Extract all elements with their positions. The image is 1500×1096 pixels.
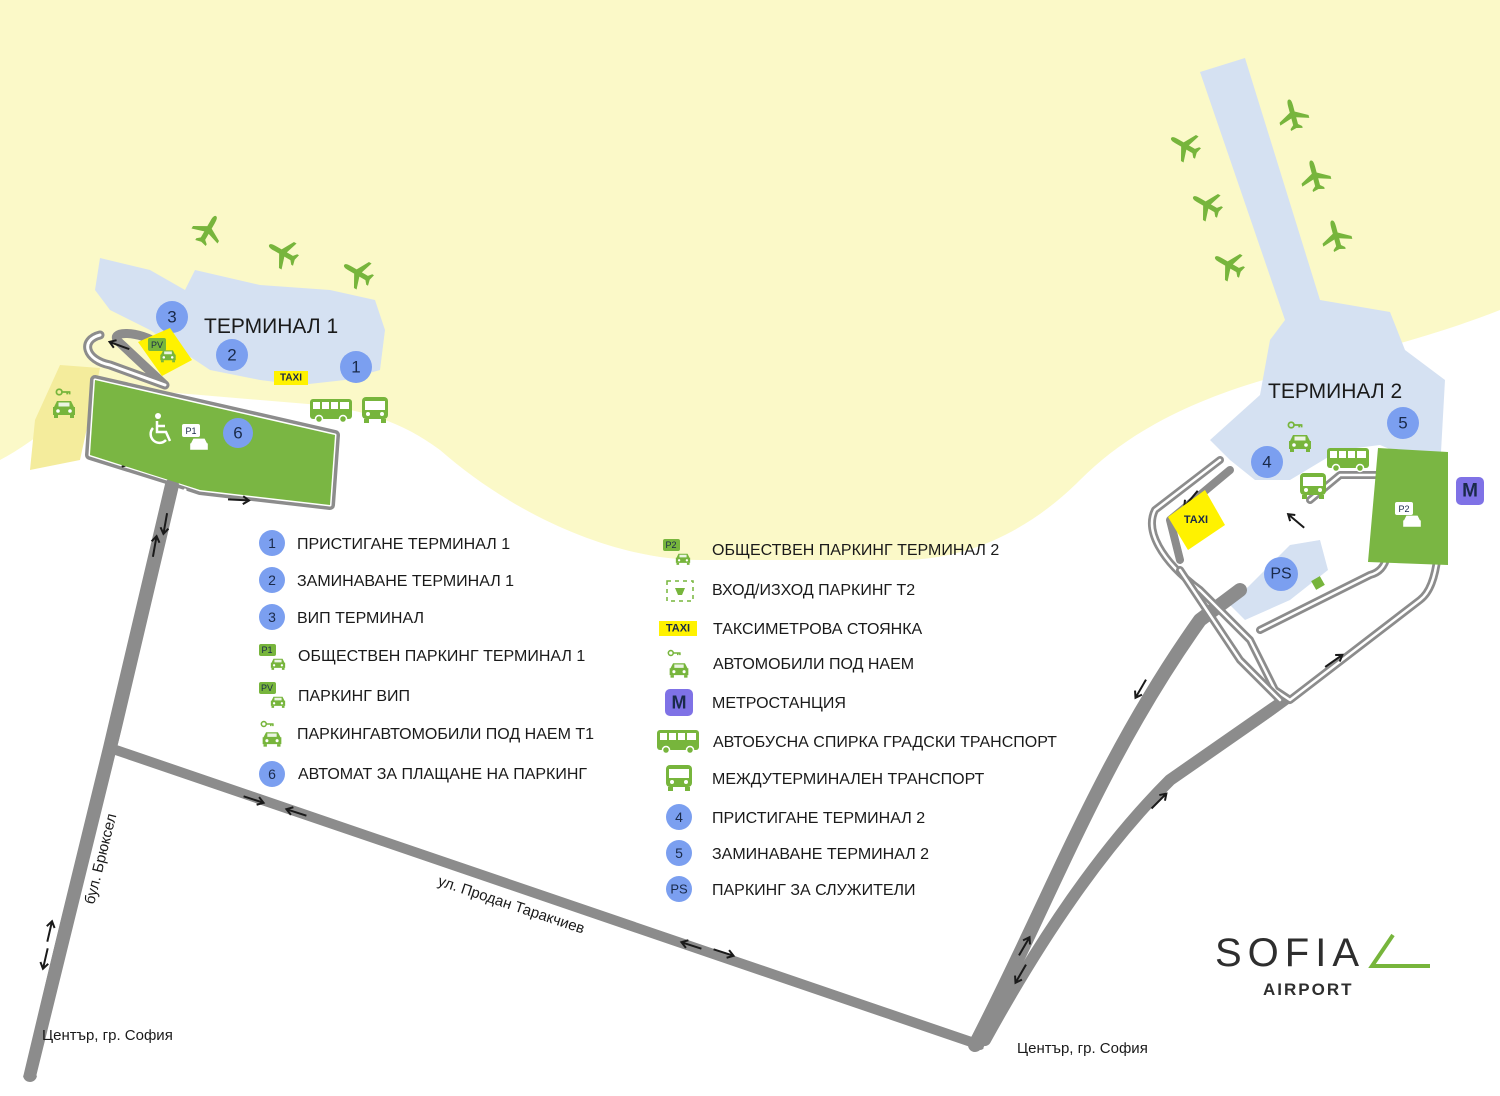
legend-item-payment-machine: 6 АВТОМАТ ЗА ПЛАЩАНЕ НА ПАРКИНГ (259, 761, 587, 787)
terminal-1-building (95, 258, 385, 385)
svg-text:3: 3 (167, 308, 176, 327)
center-label-right: Център, гр. София (1017, 1040, 1148, 1057)
legend-right: P2 ОБЩЕСТВЕН ПАРКИНГ ТЕРМИНАЛ 2 ВХОД/ИЗХ… (656, 539, 1057, 902)
svg-text:4: 4 (1262, 453, 1271, 472)
svg-text:ВИП ТЕРМИНАЛ: ВИП ТЕРМИНАЛ (297, 610, 424, 627)
svg-text:P2: P2 (665, 540, 676, 550)
svg-text:TAXI: TAXI (280, 373, 302, 384)
logo-wordmark: SOFIA (1215, 931, 1365, 975)
svg-text:5: 5 (1398, 414, 1407, 433)
svg-text:2: 2 (227, 346, 236, 365)
logo-subtitle: AIRPORT (1263, 980, 1354, 999)
svg-text:5: 5 (675, 845, 683, 861)
legend-item-rental-t1: ПАРКИНГАВТОМОБИЛИ ПОД НАЕМ Т1 (260, 720, 594, 747)
legend-item-arrivals-t2: 4 ПРИСТИГАНЕ ТЕРМИНАЛ 2 (666, 804, 925, 830)
badge-arrivals-t1: 1 (340, 351, 372, 383)
shuttle-icon-t1 (362, 397, 388, 423)
svg-text:M: M (672, 693, 687, 713)
svg-text:ПРИСТИГАНЕ ТЕРМИНАЛ 2: ПРИСТИГАНЕ ТЕРМИНАЛ 2 (712, 810, 925, 827)
svg-text:ПАРКИНГАВТОМОБИЛИ ПОД НАЕМ Т1: ПАРКИНГАВТОМОБИЛИ ПОД НАЕМ Т1 (297, 726, 594, 743)
svg-text:TAXI: TAXI (666, 623, 690, 635)
badge-vip-terminal: 3 (156, 301, 188, 333)
legend-item-taxi: TAXI ТАКСИМЕТРОВА СТОЯНКА (659, 621, 923, 638)
legend-item-rental: АВТОМОБИЛИ ПОД НАЕМ (667, 649, 914, 678)
svg-text:PV: PV (261, 683, 273, 693)
svg-text:АВТОМОБИЛИ ПОД НАЕМ: АВТОМОБИЛИ ПОД НАЕМ (713, 656, 914, 673)
svg-text:M: M (1462, 481, 1478, 502)
svg-text:6: 6 (268, 766, 276, 782)
svg-text:МЕТРОСТАНЦИЯ: МЕТРОСТАНЦИЯ (712, 695, 846, 712)
center-label-left: Център, гр. София (42, 1027, 173, 1044)
road-network (20, 329, 1444, 1082)
city-bus-icon-t2 (1326, 447, 1370, 473)
svg-text:1: 1 (351, 358, 360, 377)
badge-departures-t2: 5 (1387, 407, 1419, 439)
legend-item-shuttle: МЕЖДУТЕРМИНАЛЕН ТРАНСПОРТ (666, 765, 985, 791)
legend-left: 1 ПРИСТИГАНЕ ТЕРМИНАЛ 1 2 ЗАМИНАВАНЕ ТЕР… (259, 530, 594, 787)
badge-arrivals-t2: 4 (1251, 446, 1283, 478)
svg-text:PS: PS (1270, 566, 1291, 583)
svg-text:ПРИСТИГАНЕ ТЕРМИНАЛ 1: ПРИСТИГАНЕ ТЕРМИНАЛ 1 (297, 536, 510, 553)
parking-lot-t1 (90, 380, 335, 505)
taxi-stand-t2: TAXI (1168, 490, 1225, 550)
svg-text:ПАРКИНГ ВИП: ПАРКИНГ ВИП (298, 688, 410, 705)
badge-staff-parking: PS (1264, 557, 1298, 591)
airside-area (0, 0, 1500, 560)
legend-item-arrivals-t1: 1 ПРИСТИГАНЕ ТЕРМИНАЛ 1 (259, 530, 510, 556)
terminal-2-building (1200, 58, 1445, 480)
p2-parking-icon: P2 (1395, 502, 1421, 527)
svg-text:ОБЩЕСТВЕН ПАРКИНГ ТЕРМИНАЛ 2: ОБЩЕСТВЕН ПАРКИНГ ТЕРМИНАЛ 2 (712, 542, 999, 559)
legend-item-vip-parking: PV ПАРКИНГ ВИП (259, 682, 410, 708)
p1-parking-icon: P1 (182, 424, 208, 450)
svg-text:P1: P1 (185, 426, 196, 436)
terminal-2-title: ТЕРМИНАЛ 2 (1268, 380, 1402, 403)
svg-text:4: 4 (675, 809, 683, 825)
legend-item-metro: M МЕТРОСТАНЦИЯ (665, 689, 846, 716)
badge-payment-machine: 6 (223, 418, 253, 448)
legend-item-parking-t1: P1 ОБЩЕСТВЕН ПАРКИНГ ТЕРМИНАЛ 1 (259, 644, 585, 670)
svg-text:ОБЩЕСТВЕН ПАРКИНГ ТЕРМИНАЛ 1: ОБЩЕСТВЕН ПАРКИНГ ТЕРМИНАЛ 1 (298, 648, 585, 665)
svg-text:ЗАМИНАВАНЕ ТЕРМИНАЛ 2: ЗАМИНАВАНЕ ТЕРМИНАЛ 2 (712, 846, 929, 863)
svg-text:ЗАМИНАВАНЕ ТЕРМИНАЛ 1: ЗАМИНАВАНЕ ТЕРМИНАЛ 1 (297, 573, 514, 590)
svg-text:TAXI: TAXI (1184, 514, 1208, 526)
sofia-airport-logo: SOFIA AIRPORT (1215, 931, 1430, 999)
svg-text:ВХОД/ИЗХОД ПАРКИНГ Т2: ВХОД/ИЗХОД ПАРКИНГ Т2 (712, 582, 915, 599)
vip-parking-sign: PV (138, 328, 192, 376)
legend-item-departures-t1: 2 ЗАМИНАВАНЕ ТЕРМИНАЛ 1 (259, 567, 514, 593)
legend-item-gate-t2: ВХОД/ИЗХОД ПАРКИНГ Т2 (666, 580, 915, 602)
svg-text:ТАКСИМЕТРОВА СТОЯНКА: ТАКСИМЕТРОВА СТОЯНКА (713, 621, 923, 638)
metro-icon: M (1456, 477, 1484, 505)
svg-text:P2: P2 (1398, 504, 1409, 514)
legend-item-departures-t2: 5 ЗАМИНАВАНЕ ТЕРМИНАЛ 2 (666, 840, 929, 866)
legend-item-staff-parking: PS ПАРКИНГ ЗА СЛУЖИТЕЛИ (666, 876, 916, 902)
svg-text:PS: PS (670, 882, 688, 897)
legend-item-vip-terminal: 3 ВИП ТЕРМИНАЛ (259, 604, 424, 630)
svg-text:2: 2 (268, 572, 276, 588)
legend-item-city-bus: АВТОБУСНА СПИРКА ГРАДСКИ ТРАНСПОРТ (656, 729, 1057, 755)
terminal-1-title: ТЕРМИНАЛ 1 (204, 315, 338, 338)
svg-text:PV: PV (151, 340, 163, 350)
accessible-icon (149, 413, 172, 445)
svg-text:МЕЖДУТЕРМИНАЛЕН ТРАНСПОРТ: МЕЖДУТЕРМИНАЛЕН ТРАНСПОРТ (712, 771, 985, 788)
svg-text:ПАРКИНГ ЗА СЛУЖИТЕЛИ: ПАРКИНГ ЗА СЛУЖИТЕЛИ (712, 882, 916, 899)
legend-item-parking-t2: P2 ОБЩЕСТВЕН ПАРКИНГ ТЕРМИНАЛ 2 (663, 539, 999, 565)
taxi-stand-t1: TAXI (274, 371, 308, 385)
gate-icon-map (1311, 576, 1325, 590)
svg-text:АВТОМАТ ЗА ПЛАЩАНЕ НА ПАРКИНГ: АВТОМАТ ЗА ПЛАЩАНЕ НА ПАРКИНГ (298, 766, 587, 783)
rental-area-t1 (30, 365, 100, 470)
svg-text:1: 1 (268, 535, 276, 551)
svg-text:АВТОБУСНА СПИРКА ГРАДСКИ ТРАНС: АВТОБУСНА СПИРКА ГРАДСКИ ТРАНСПОРТ (713, 734, 1057, 751)
city-bus-icon-t1 (309, 398, 353, 424)
svg-text:3: 3 (268, 609, 276, 625)
svg-text:P1: P1 (261, 645, 272, 655)
badge-departures-t1: 2 (216, 339, 248, 371)
svg-text:6: 6 (233, 424, 242, 443)
